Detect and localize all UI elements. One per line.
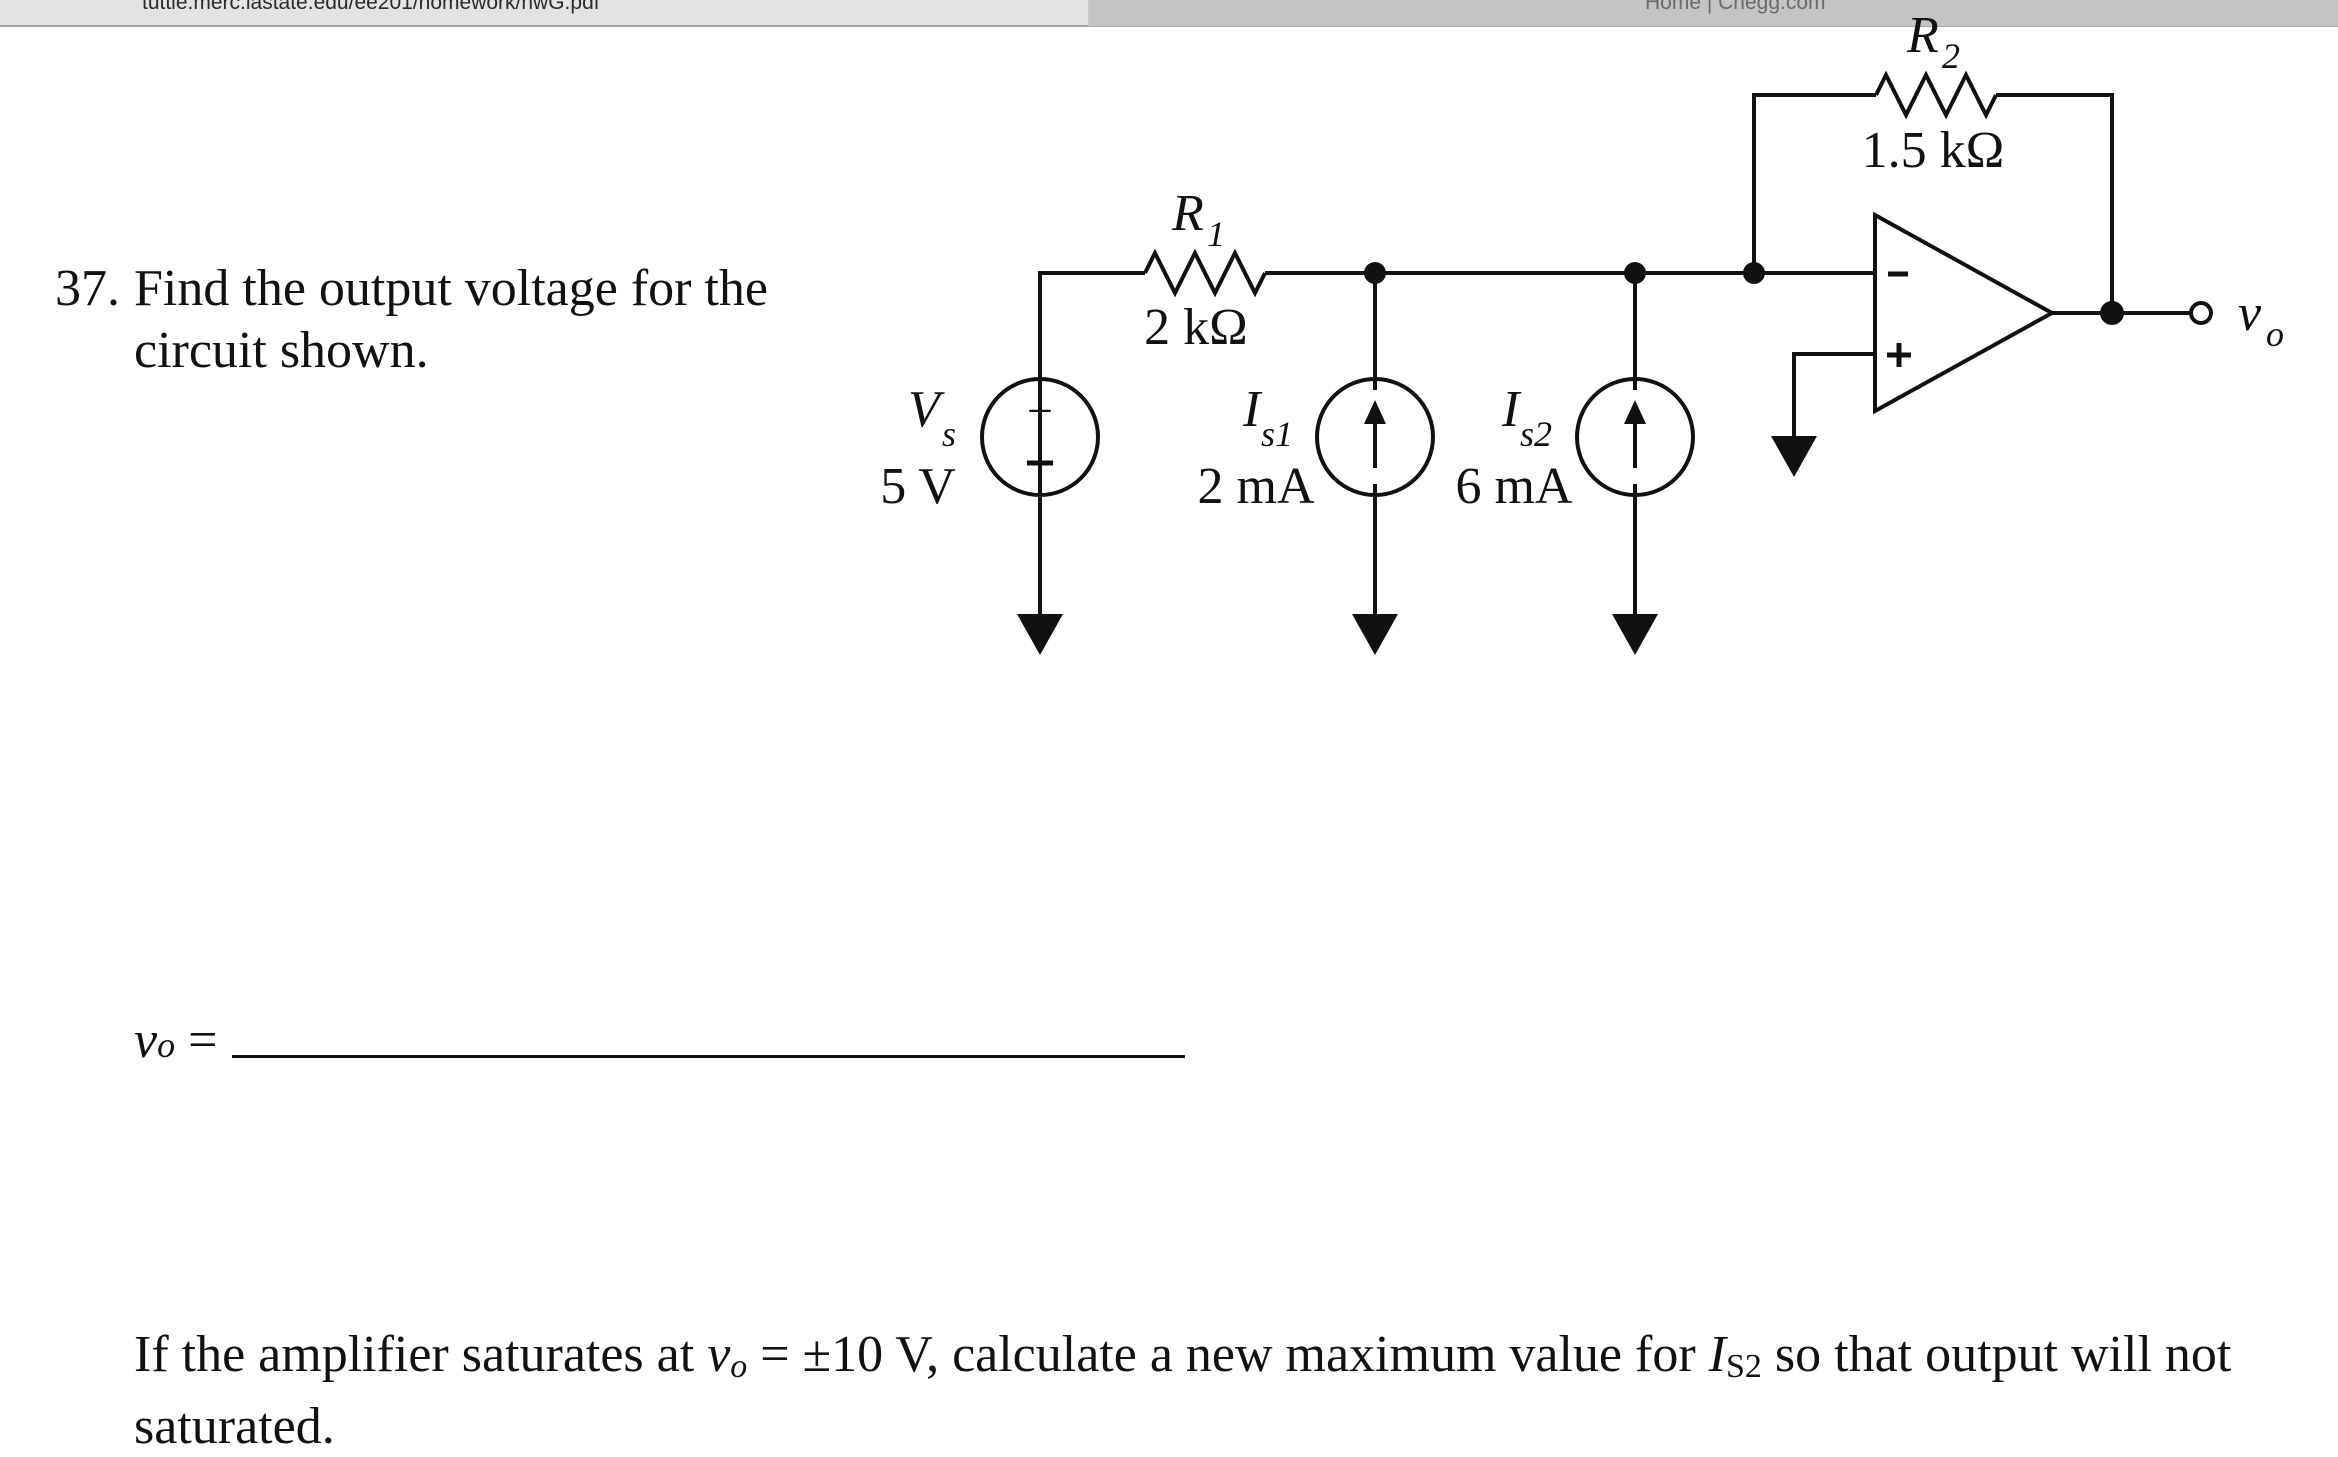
ground-symbol-is1 bbox=[1352, 614, 1398, 655]
vs-sub: s bbox=[942, 414, 956, 454]
resistor-r2 bbox=[1874, 70, 1998, 120]
r1-value: 2 kΩ bbox=[1144, 299, 1248, 356]
tab-chegg[interactable]: Home | Chegg.com bbox=[1089, 0, 2338, 27]
is1-sub: s1 bbox=[1261, 414, 1293, 454]
junction-node-output bbox=[2100, 301, 2124, 325]
tab-active-pdf[interactable]: tuttle.merc.iastate.edu/ee201/homework/h… bbox=[0, 0, 1088, 27]
is1-value: 2 mA bbox=[1198, 458, 1315, 515]
output-terminal bbox=[2189, 301, 2213, 325]
wire-feedback-left bbox=[1752, 93, 1876, 273]
tab-active-url: tuttle.merc.iastate.edu/ee201/homework/h… bbox=[142, 0, 600, 14]
vs-label: V bbox=[908, 381, 945, 438]
answer-sub: o bbox=[157, 1025, 176, 1065]
is2-value: 6 mA bbox=[1456, 458, 1573, 515]
wire-noninverting-input bbox=[1792, 352, 1875, 436]
voltage-source-vs bbox=[980, 377, 1100, 497]
followup-part2: = ±10 V, calculate a new maximum value f… bbox=[747, 1326, 1709, 1383]
r2-label: R bbox=[1906, 7, 1939, 64]
arrowhead-is1 bbox=[1364, 400, 1386, 424]
junction-node-2 bbox=[1624, 262, 1646, 284]
opamp-plus-sign bbox=[1887, 343, 1911, 367]
followup-i-var: I bbox=[1708, 1326, 1726, 1383]
arrowhead-is2 bbox=[1624, 400, 1646, 424]
wire-feedback-right bbox=[1996, 93, 2114, 313]
is2-label: I bbox=[1501, 381, 1522, 438]
ground-symbol-is2 bbox=[1612, 614, 1658, 655]
is1-label: I bbox=[1242, 381, 1263, 438]
r1-label: R bbox=[1171, 185, 1204, 242]
question-number: 37. bbox=[55, 260, 120, 317]
browser-tab-bar: tuttle.merc.iastate.edu/ee201/homework/h… bbox=[0, 0, 2338, 27]
vs-plus-sign: + bbox=[1027, 385, 1053, 436]
r2-sub: 2 bbox=[1942, 36, 1960, 76]
answer-line: vo = bbox=[134, 1010, 217, 1076]
junction-node-feedback bbox=[1743, 262, 1765, 284]
is2-sub: s2 bbox=[1520, 414, 1552, 454]
followup-question: If the amplifier saturates at vo = ±10 V… bbox=[134, 1325, 2284, 1457]
r1-sub: 1 bbox=[1207, 214, 1225, 254]
output-label: v bbox=[2238, 285, 2262, 342]
answer-equals: = bbox=[175, 1012, 218, 1069]
vs-value: 5 V bbox=[880, 458, 956, 515]
followup-part3: so that output will not saturated. bbox=[134, 1326, 2232, 1455]
r2-value: 1.5 kΩ bbox=[1862, 122, 2005, 179]
junction-node-1 bbox=[1364, 262, 1386, 284]
ground-symbol-opamp bbox=[1771, 436, 1817, 477]
wire-r1-left bbox=[1038, 271, 1145, 614]
current-source-is2 bbox=[1575, 377, 1695, 497]
followup-var-sub: o bbox=[730, 1348, 748, 1385]
tab-inactive-title: Home | Chegg.com bbox=[1645, 0, 1826, 14]
answer-blank bbox=[232, 1055, 1185, 1058]
followup-var: v bbox=[707, 1326, 731, 1383]
ground-symbol-vs bbox=[1017, 614, 1063, 655]
followup-part1: If the amplifier saturates at bbox=[134, 1326, 708, 1383]
op-amp bbox=[1873, 211, 2057, 415]
resistor-r1 bbox=[1143, 248, 1267, 298]
answer-var: v bbox=[134, 1012, 158, 1069]
current-source-is1 bbox=[1315, 377, 1435, 497]
question-text: Find the output voltage for the circuit … bbox=[134, 260, 769, 379]
followup-i-sub: S2 bbox=[1725, 1348, 1762, 1385]
output-sub: o bbox=[2266, 314, 2284, 354]
